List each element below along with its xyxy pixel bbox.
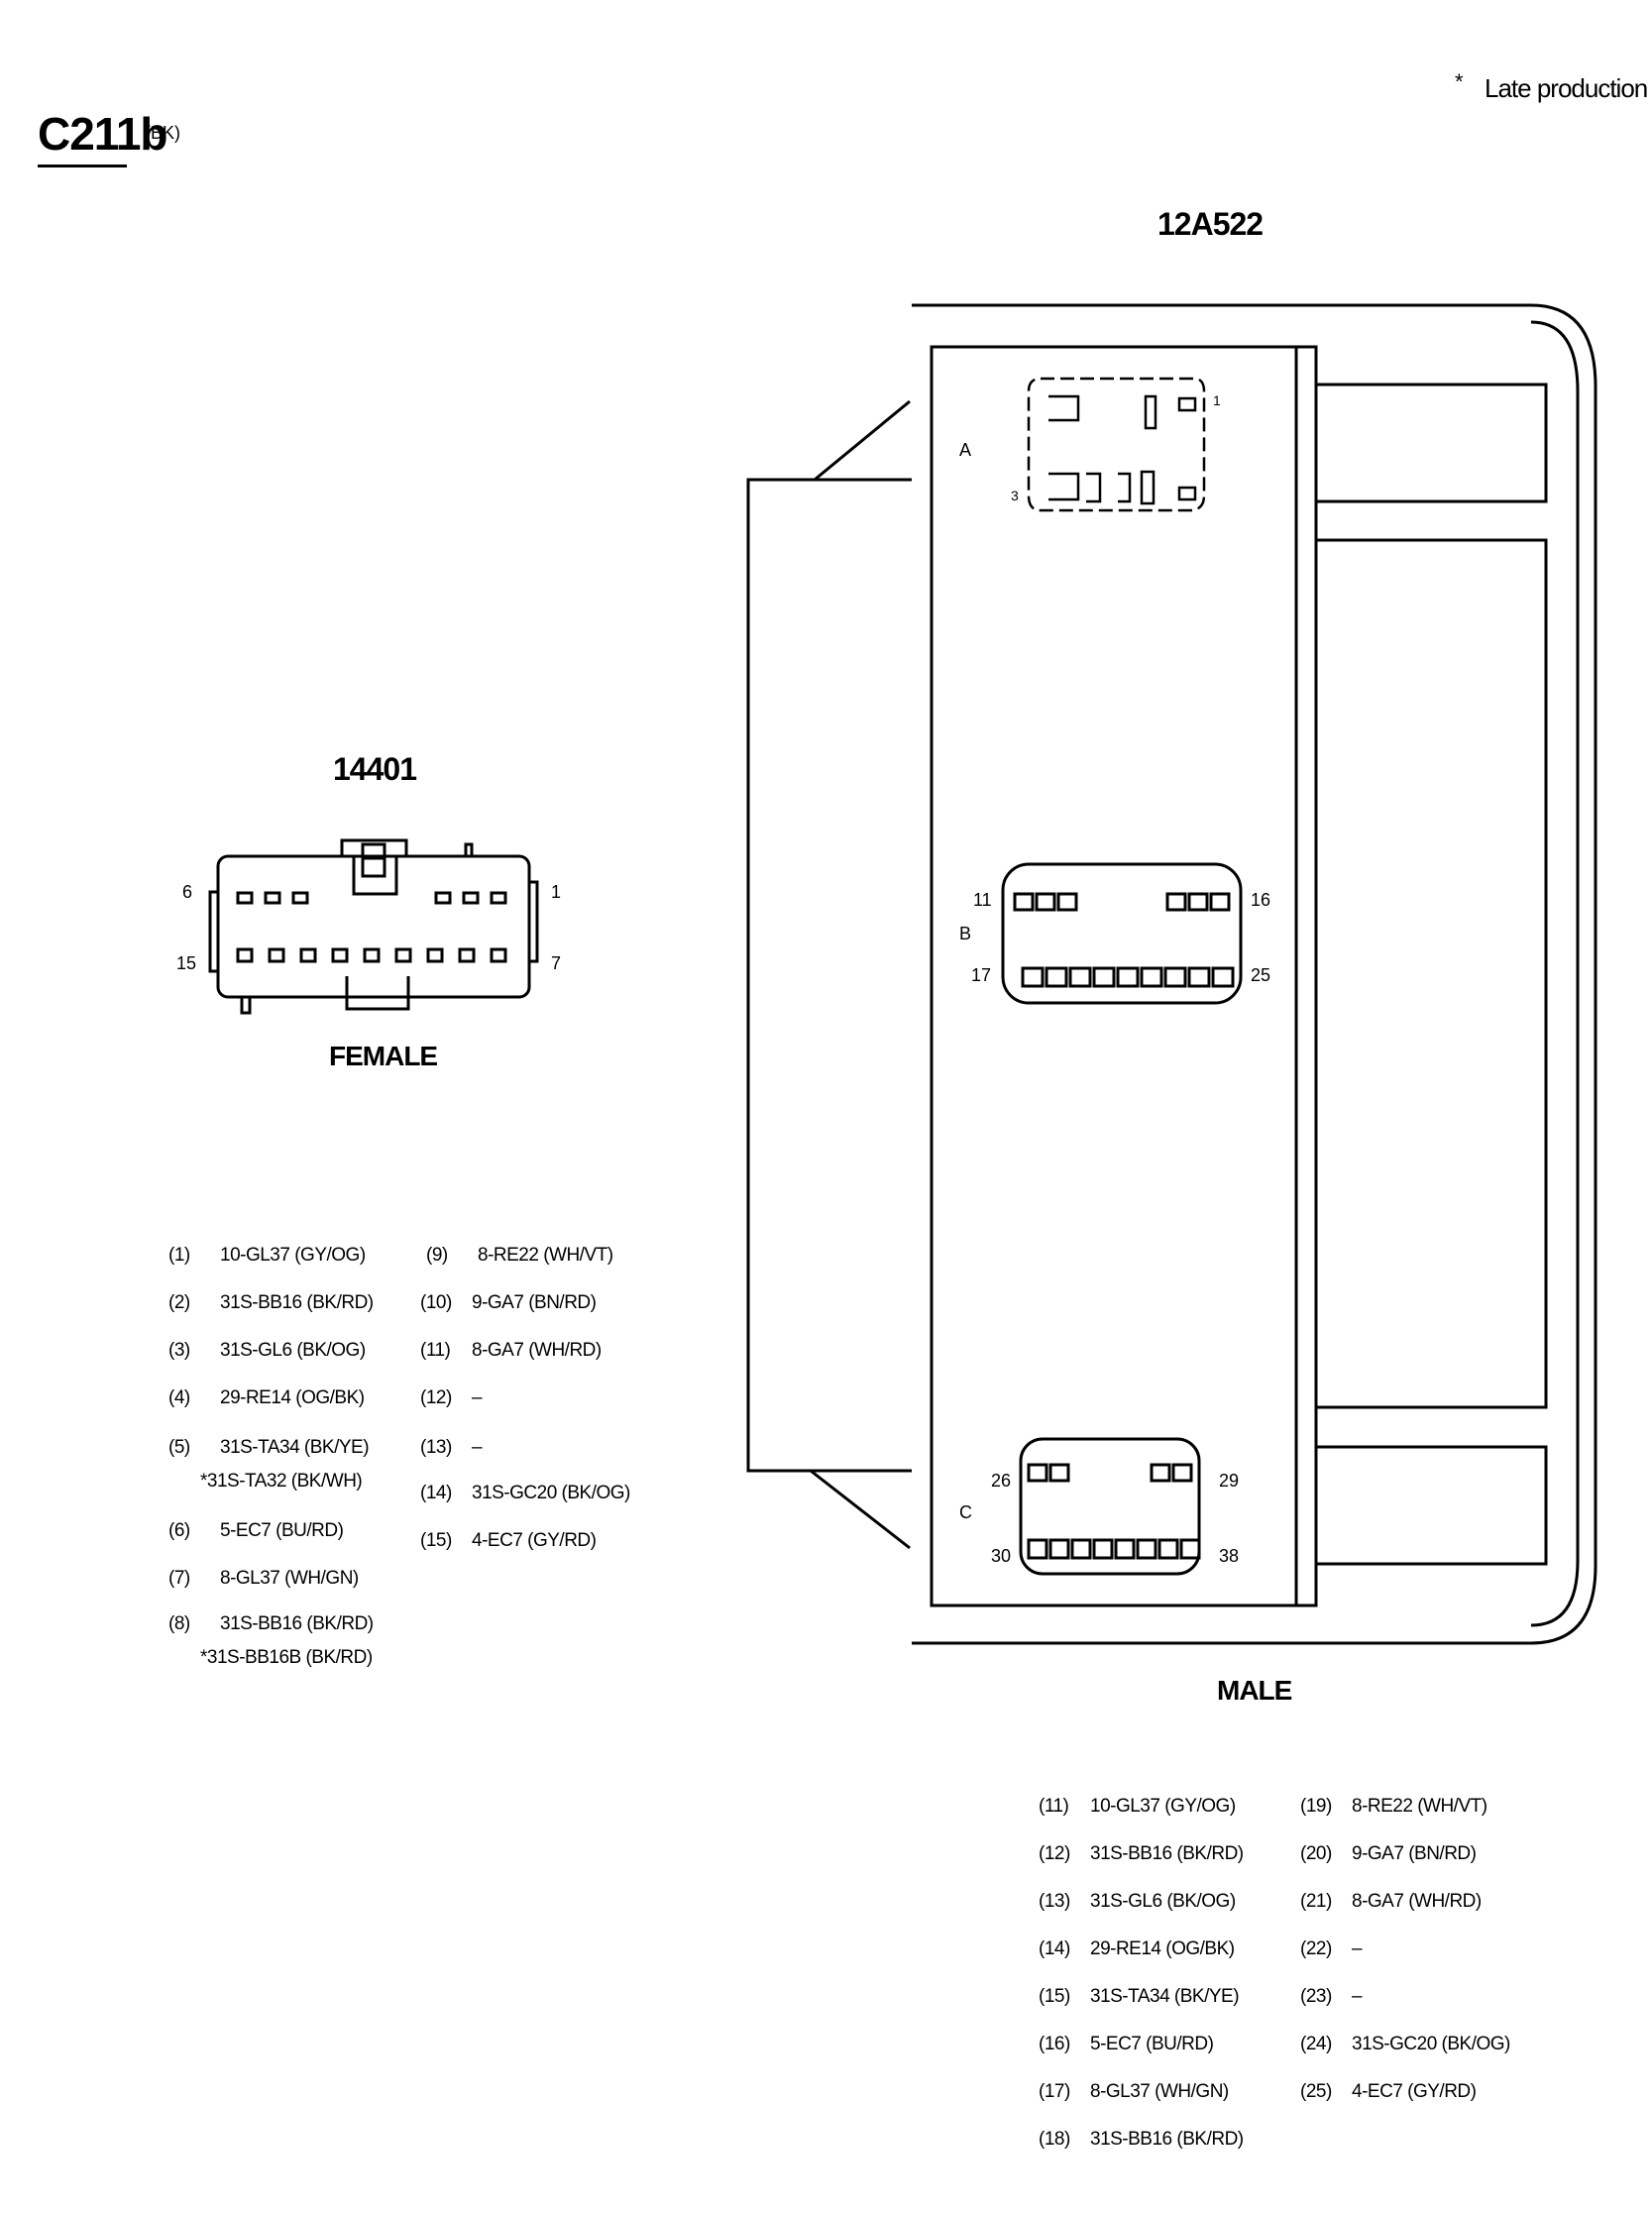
pin-row: (13)31S-GL6 (BK/OG) xyxy=(1039,1891,1236,1912)
pin-row: (3)31S-GL6 (BK/OG) xyxy=(168,1340,366,1361)
title-underline xyxy=(38,165,127,167)
female-pin-label-1: 1 xyxy=(551,882,562,902)
pin-row: (22)– xyxy=(1300,1938,1363,1959)
pin-row: (8)31S-BB16 (BK/RD) xyxy=(168,1613,374,1634)
pin-row: (7)8-GL37 (WH/GN) xyxy=(168,1568,359,1589)
pin-row: (23)– xyxy=(1300,1986,1363,2007)
pin-row: (16)5-EC7 (BU/RD) xyxy=(1039,2034,1214,2054)
female-latch-button xyxy=(361,842,386,860)
female-bottom-tab xyxy=(240,995,252,1015)
pin-row: (19)8-RE22 (WH/VT) xyxy=(1300,1796,1487,1817)
pin-row: (12)31S-BB16 (BK/RD) xyxy=(1039,1843,1244,1864)
male-pin-label-11: 11 xyxy=(973,890,992,910)
male-section-c xyxy=(1019,1437,1201,1576)
male-side-panel-top xyxy=(1314,383,1548,503)
pin-row: (14)31S-GC20 (BK/OG) xyxy=(420,1483,630,1503)
male-pin-label-30: 30 xyxy=(991,1546,1012,1566)
female-pin-label-15: 15 xyxy=(176,953,197,973)
pin-row: (2)31S-BB16 (BK/RD) xyxy=(168,1292,374,1313)
male-gender-label: MALE xyxy=(1217,1675,1292,1706)
male-pin-label-16: 16 xyxy=(1251,890,1271,910)
pin-row: (15)31S-TA34 (BK/YE) xyxy=(1039,1986,1240,2007)
pin-row: (18)31S-BB16 (BK/RD) xyxy=(1039,2129,1244,2150)
male-side-panel-middle xyxy=(1314,538,1548,1409)
male-pin-label-17: 17 xyxy=(971,965,992,985)
male-left-stub xyxy=(746,478,912,1473)
pin-row: (9)8-RE22 (WH/VT) xyxy=(426,1245,613,1266)
pin-row: (1)10-GL37 (GY/OG) xyxy=(168,1245,366,1266)
female-post xyxy=(464,842,474,858)
female-latch xyxy=(340,838,408,856)
pin-row: (11)8-GA7 (WH/RD) xyxy=(420,1340,602,1361)
pin-row: (21)8-GA7 (WH/RD) xyxy=(1300,1891,1482,1912)
male-pin-label-3: 3 xyxy=(1011,488,1019,503)
female-connector-drawing xyxy=(208,838,539,1015)
pin-row-alt: *31S-TA32 (BK/WH) xyxy=(200,1471,363,1492)
pin-row: (11)10-GL37 (GY/OG) xyxy=(1039,1796,1236,1817)
pin-row: (13)– xyxy=(420,1437,483,1458)
pin-row: (24)31S-GC20 (BK/OG) xyxy=(1300,2034,1510,2054)
pin-row-alt: *31S-BB16B (BK/RD) xyxy=(200,1647,373,1668)
male-section-a xyxy=(1027,377,1206,512)
male-pin-label-25: 25 xyxy=(1251,965,1271,985)
female-left-rib xyxy=(208,890,218,973)
pin-row: (4)29-RE14 (OG/BK) xyxy=(168,1387,365,1408)
pin-row: (20)9-GA7 (BN/RD) xyxy=(1300,1843,1477,1864)
connector-id: C211b xyxy=(38,108,168,160)
pin-row: (6)5-EC7 (BU/RD) xyxy=(168,1520,344,1541)
male-section-b xyxy=(1001,862,1243,1005)
pin-row: (10)9-GA7 (BN/RD) xyxy=(420,1292,597,1313)
male-outer-housing xyxy=(912,303,1597,1645)
male-section-c-label: C xyxy=(959,1502,972,1522)
male-part-number: 12A522 xyxy=(1157,206,1264,242)
pin-row: (14)29-RE14 (OG/BK) xyxy=(1039,1938,1235,1959)
female-pins-top-row xyxy=(236,891,507,905)
male-connector-drawing xyxy=(746,303,1597,1645)
male-pin-label-26: 26 xyxy=(991,1471,1012,1491)
female-pins-bottom-row xyxy=(236,947,507,963)
male-pin-label-29: 29 xyxy=(1219,1471,1240,1491)
pin-row: (17)8-GL37 (WH/GN) xyxy=(1039,2081,1229,2102)
female-bottom-key xyxy=(345,995,410,1011)
pin-row: (12)– xyxy=(420,1387,483,1408)
late-production-marker: * xyxy=(1455,69,1464,94)
female-gender-label: FEMALE xyxy=(329,1041,438,1071)
male-side-panel-bottom xyxy=(1314,1445,1548,1566)
pin-row: (5)31S-TA34 (BK/YE) xyxy=(168,1437,370,1458)
female-latch-body xyxy=(352,856,398,896)
late-production-note: Late production xyxy=(1485,73,1648,103)
pin-row: (15)4-EC7 (GY/RD) xyxy=(420,1530,597,1551)
female-part-number: 14401 xyxy=(333,751,417,787)
male-section-a-label: A xyxy=(959,440,972,460)
female-right-rib xyxy=(529,880,539,963)
male-pin-label-38: 38 xyxy=(1219,1546,1240,1566)
female-pin-label-6: 6 xyxy=(182,882,193,902)
pin-row: (25)4-EC7 (GY/RD) xyxy=(1300,2081,1477,2102)
female-pin-label-7: 7 xyxy=(551,953,562,973)
connector-color: (BK) xyxy=(145,123,180,143)
male-section-b-label: B xyxy=(959,924,972,943)
male-pin-label-1: 1 xyxy=(1213,392,1221,408)
